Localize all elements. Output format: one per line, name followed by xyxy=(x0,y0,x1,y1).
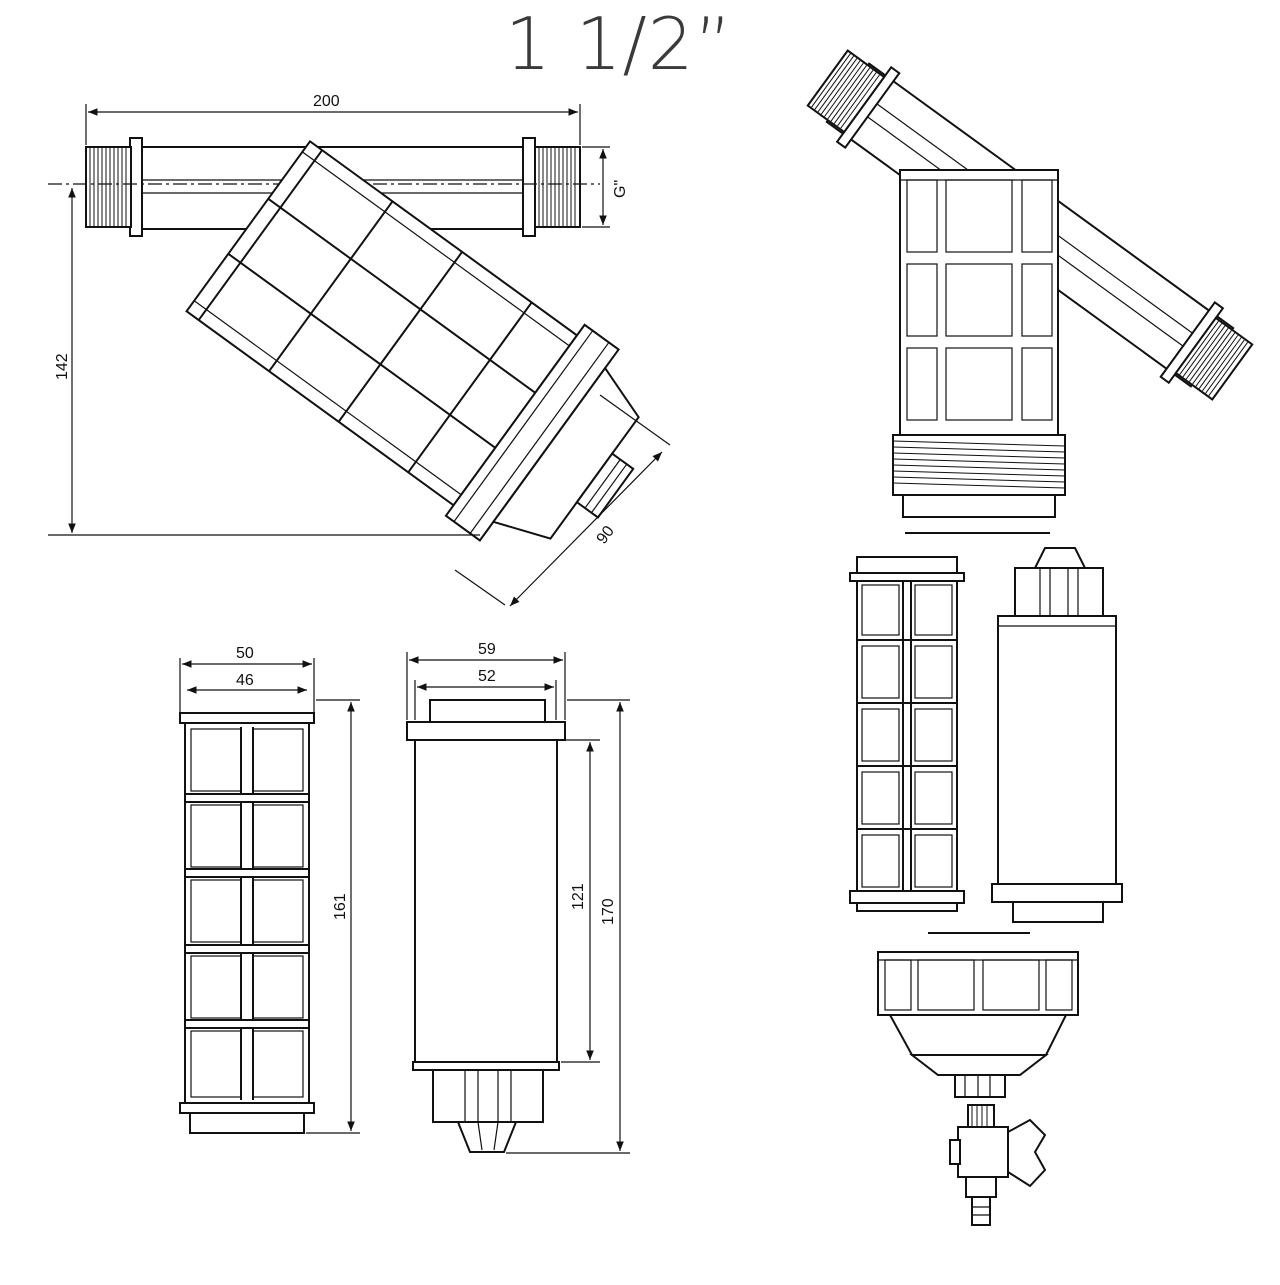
size-title: 1 1/2” xyxy=(505,2,733,86)
left-thread xyxy=(85,146,132,228)
dim-overall-length: 200 xyxy=(313,93,340,110)
dim-screen-length: 161 xyxy=(332,893,349,920)
right-thread-lines xyxy=(538,148,576,226)
cartridge-element-view: 59 52 121 170 xyxy=(406,641,630,1154)
dim-screen-inner-width: 46 xyxy=(236,672,254,689)
y-filter-side-view: 200 G" 142 90 xyxy=(48,93,671,607)
right-thread xyxy=(534,146,581,228)
dim-disc-total-length: 170 xyxy=(600,898,617,925)
dim-thread-size: G" xyxy=(612,180,629,198)
dim-disc-body-length: 121 xyxy=(570,883,587,910)
exploded-view xyxy=(806,49,1254,1226)
dim-overall-height: 142 xyxy=(54,353,71,380)
dim-screen-outer-width: 50 xyxy=(236,645,254,662)
left-thread-lines xyxy=(89,148,127,226)
dim-cap-offset: 90 xyxy=(594,523,618,548)
dim-disc-inner-width: 52 xyxy=(478,668,496,685)
dim-disc-outer-width: 59 xyxy=(478,641,496,658)
screen-element-view: 50 46 161 xyxy=(179,645,360,1134)
